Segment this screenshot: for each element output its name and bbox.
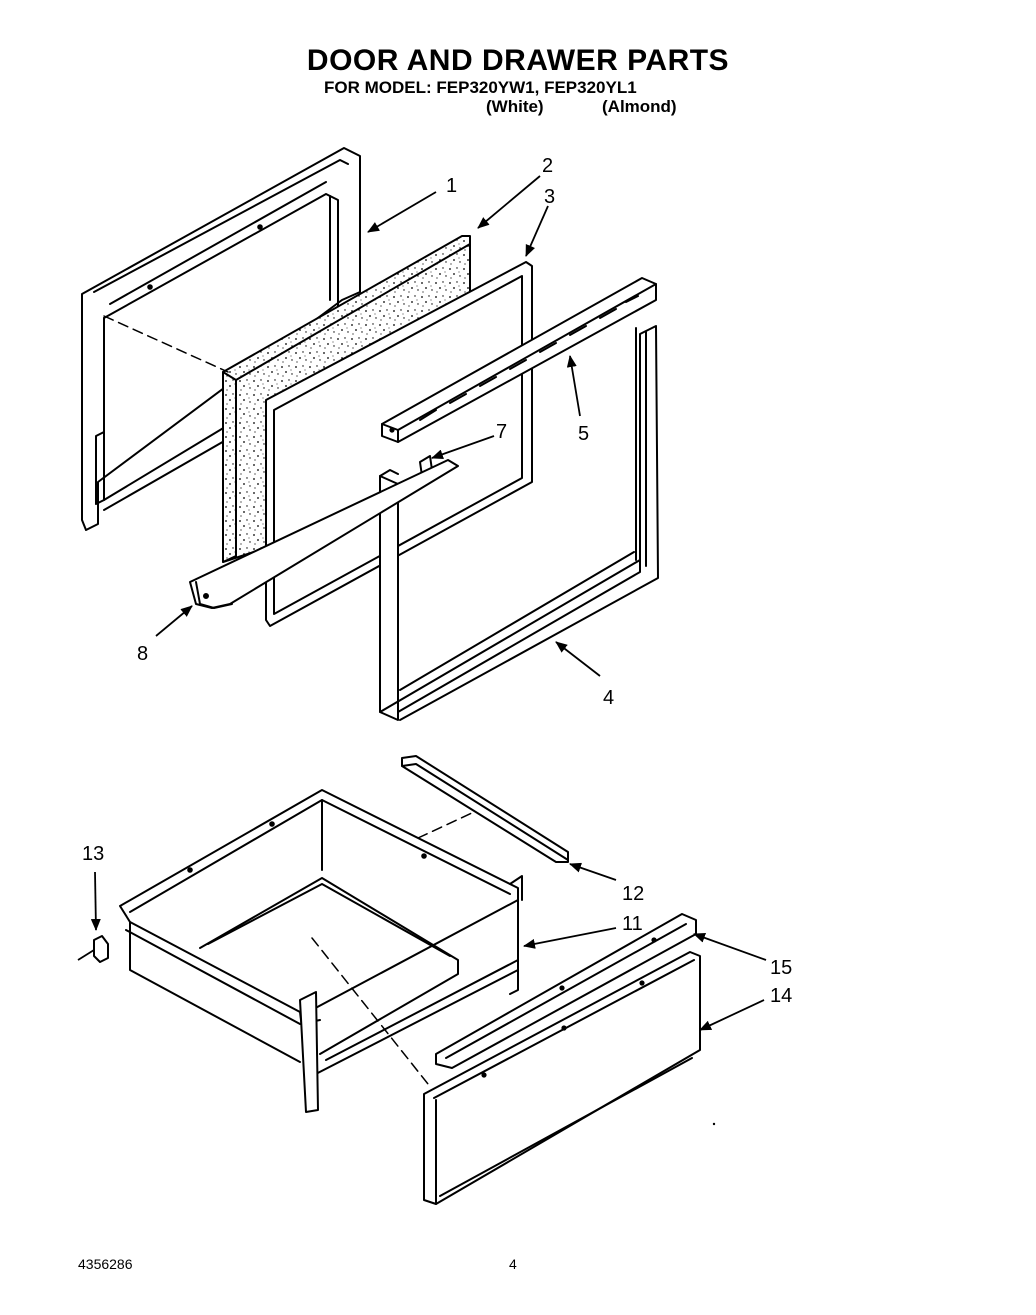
leader-12 [569, 862, 617, 881]
page-number: 4 [509, 1256, 517, 1272]
callout-14: 14 [770, 985, 792, 1007]
door-outer-frame [81, 147, 361, 531]
leader-14 [699, 999, 765, 1031]
callout-11: 11 [622, 913, 643, 935]
drawer-rear-strip [401, 755, 569, 863]
clip-part-13 [93, 935, 109, 963]
callout-3: 3 [544, 186, 555, 208]
leader-13 [90, 871, 101, 931]
leader-11 [523, 927, 617, 949]
vent-trim-strip [381, 277, 657, 443]
drawer-body [119, 789, 523, 1113]
page-title: DOOR AND DRAWER PARTS [306, 44, 730, 77]
leader-13-tail [77, 949, 95, 961]
variant-white-label: (White) [486, 97, 544, 116]
hinge-bar [189, 459, 459, 609]
document-number: 4356286 [78, 1256, 133, 1272]
leader-2 [477, 175, 541, 229]
callout-12: 12 [622, 883, 644, 905]
leader-5 [566, 355, 581, 417]
callout-13: 13 [82, 843, 104, 865]
variant-almond-label: (Almond) [602, 97, 677, 116]
leader-4 [555, 641, 601, 677]
leader-1 [367, 191, 437, 233]
leader-15 [693, 933, 767, 961]
drawer-front-panel [423, 951, 701, 1205]
callout-1: 1 [446, 175, 457, 197]
callout-15: 15 [770, 957, 792, 979]
callout-5: 5 [578, 423, 589, 445]
door-gasket-frame [379, 325, 659, 721]
callout-7: 7 [496, 421, 507, 443]
leader-7 [431, 435, 495, 460]
leader-8 [155, 605, 193, 637]
leader-3 [525, 205, 549, 257]
callout-4: 4 [603, 687, 614, 709]
model-line: FOR MODEL: FEP320YW1, FEP320YL1 [324, 78, 637, 97]
callout-2: 2 [542, 155, 553, 177]
callout-8: 8 [137, 643, 148, 665]
